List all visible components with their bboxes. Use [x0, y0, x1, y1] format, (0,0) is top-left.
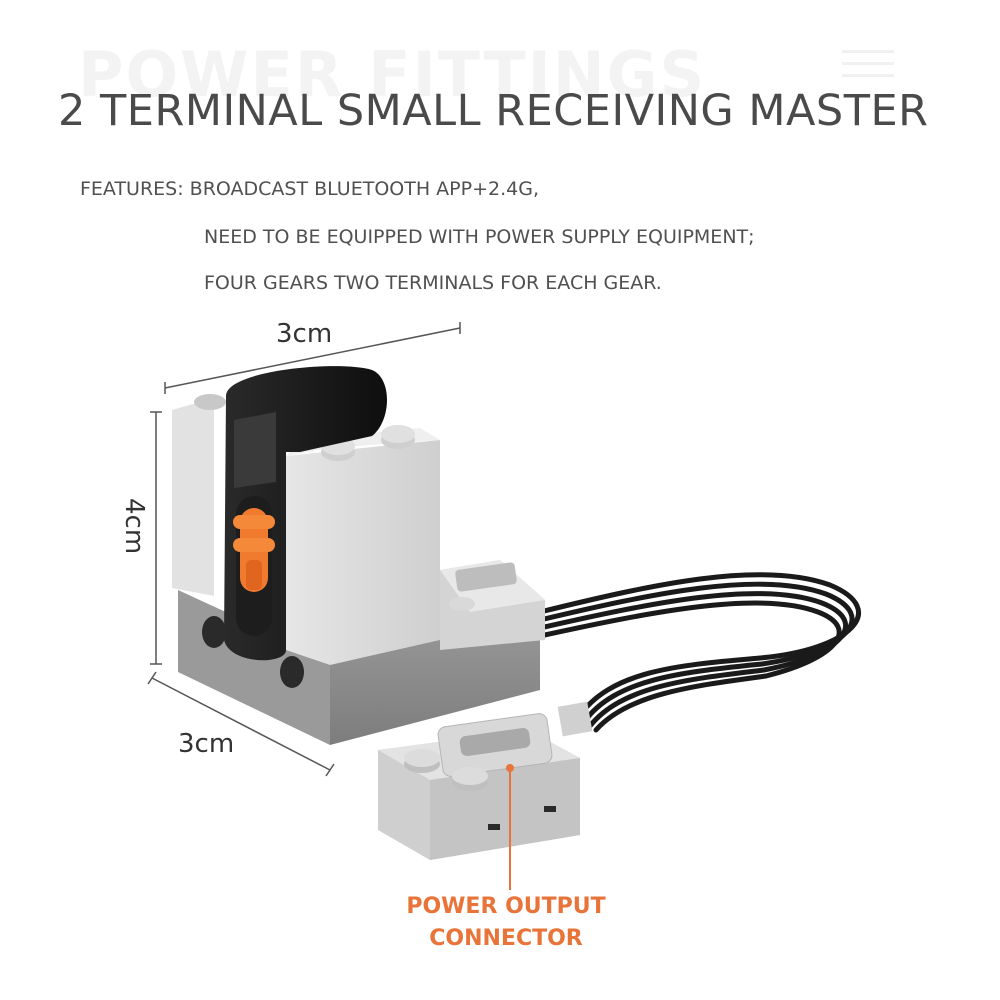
menu-icon — [842, 50, 894, 86]
orange-switch-icon — [233, 508, 275, 592]
power-output-connector — [378, 701, 593, 860]
cable — [537, 572, 861, 733]
callout-pointer — [506, 764, 514, 890]
feature-line-2: NEED TO BE EQUIPPED WITH POWER SUPPLY EQ… — [204, 226, 755, 248]
callout-line-2: CONNECTOR — [429, 926, 583, 951]
dimension-top-label: 3cm — [276, 319, 332, 349]
dimension-top — [164, 322, 461, 394]
dimension-bottom — [147, 671, 335, 777]
feature-line-3: FOUR GEARS TWO TERMINALS FOR EACH GEAR. — [204, 272, 662, 294]
callout-line-1: POWER OUTPUT — [406, 894, 606, 919]
page-title: 2 TERMINAL SMALL RECEIVING MASTER — [58, 86, 929, 136]
dimension-side-label: 4cm — [119, 498, 149, 554]
dimension-side — [150, 411, 162, 665]
dimension-bottom-label: 3cm — [178, 729, 234, 759]
feature-line-1: FEATURES: BROADCAST BLUETOOTH APP+2.4G, — [80, 178, 539, 200]
watermark-text: POWER FITTINGS — [78, 38, 707, 111]
